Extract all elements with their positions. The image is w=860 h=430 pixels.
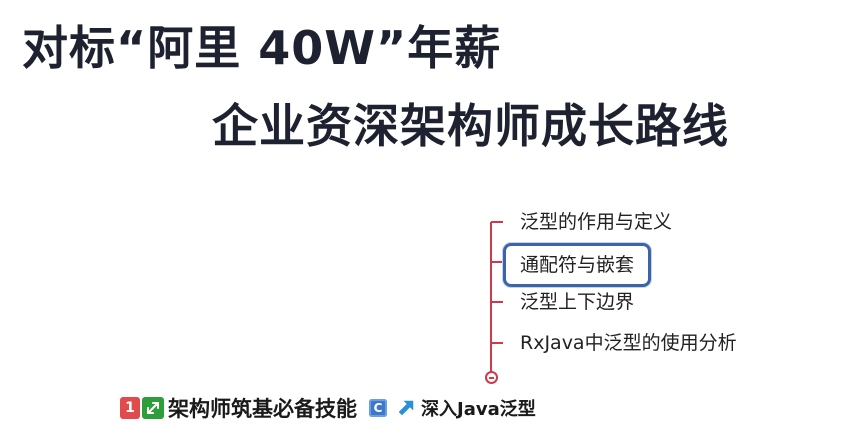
mindmap-root-row: 1 架构师筑基必备技能 C 深入Java泛型 xyxy=(120,393,536,423)
page-title-line-1: 对标“阿里 40W”年薪 xyxy=(22,21,502,75)
mindmap-node-generics-definition[interactable]: 泛型的作用与定义 xyxy=(520,211,673,233)
expand-arrows-glyph xyxy=(147,402,159,414)
mindmap-node-generics-bounds[interactable]: 泛型上下边界 xyxy=(520,291,635,313)
expand-arrows-icon[interactable] xyxy=(142,397,164,419)
link-arrow-glyph xyxy=(398,400,414,416)
mindmap-node-rxjava-generics[interactable]: RxJava中泛型的使用分析 xyxy=(520,332,737,354)
priority-badge: 1 xyxy=(120,397,140,419)
mindmap-node-wildcards-nesting-selected[interactable]: 通配符与嵌套 xyxy=(503,243,652,287)
collapse-minus-icon[interactable] xyxy=(485,371,498,384)
mindmap-child-link-label[interactable]: 深入Java泛型 xyxy=(421,399,536,420)
page-title-line-2: 企业资深架构师成长路线 xyxy=(212,99,729,153)
c-note-icon[interactable]: C xyxy=(369,399,387,417)
link-arrow-icon[interactable] xyxy=(397,399,415,417)
mindmap-root-label[interactable]: 架构师筑基必备技能 xyxy=(168,397,357,421)
